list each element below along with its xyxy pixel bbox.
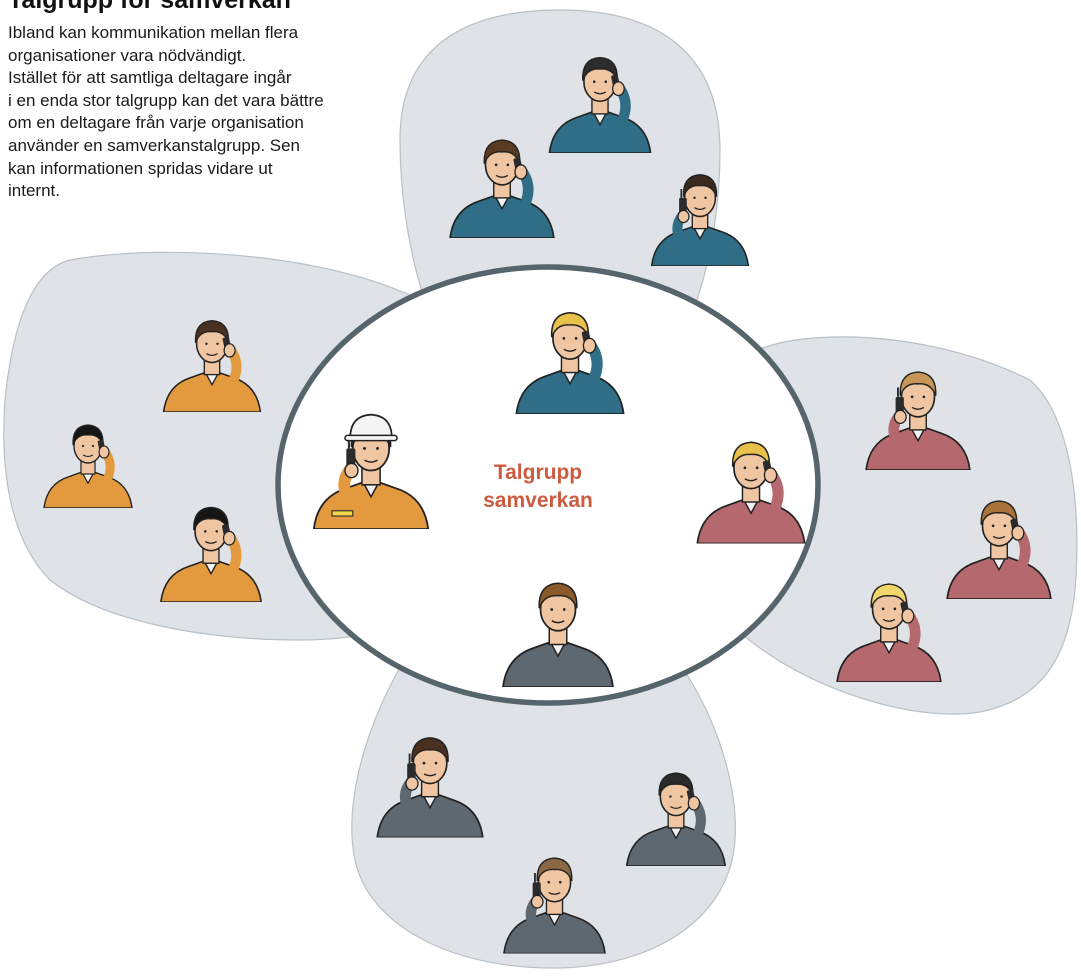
intro-line: Ibland kan kommunikation mellan flera bbox=[8, 23, 299, 42]
talkgroup-ellipse bbox=[275, 264, 821, 706]
talkgroup-label-line1: Talgrupp bbox=[493, 461, 583, 484]
page-title: Talgrupp för samverkan bbox=[8, 0, 291, 14]
intro-line: i en enda stor talgrupp kan det vara bät… bbox=[8, 90, 324, 110]
intro-line: organisationer vara nödvändigt. bbox=[8, 45, 247, 65]
intro-line: kan informationen spridas vidare ut bbox=[8, 158, 273, 178]
talkgroup-label-line2: samverkan bbox=[483, 489, 593, 512]
intro-line: Istället för att samtliga deltagare ingå… bbox=[8, 68, 292, 88]
intro-line: om en deltagare från varje organisation bbox=[8, 113, 304, 133]
intro-paragraph: Ibland kan kommunikation mellan flera or… bbox=[8, 22, 398, 203]
intro-line: använder en samverkanstalgrupp. Sen bbox=[8, 135, 301, 155]
intro-line: internt. bbox=[8, 181, 60, 201]
talkgroup-label: Talgrupp samverkan bbox=[478, 459, 598, 515]
